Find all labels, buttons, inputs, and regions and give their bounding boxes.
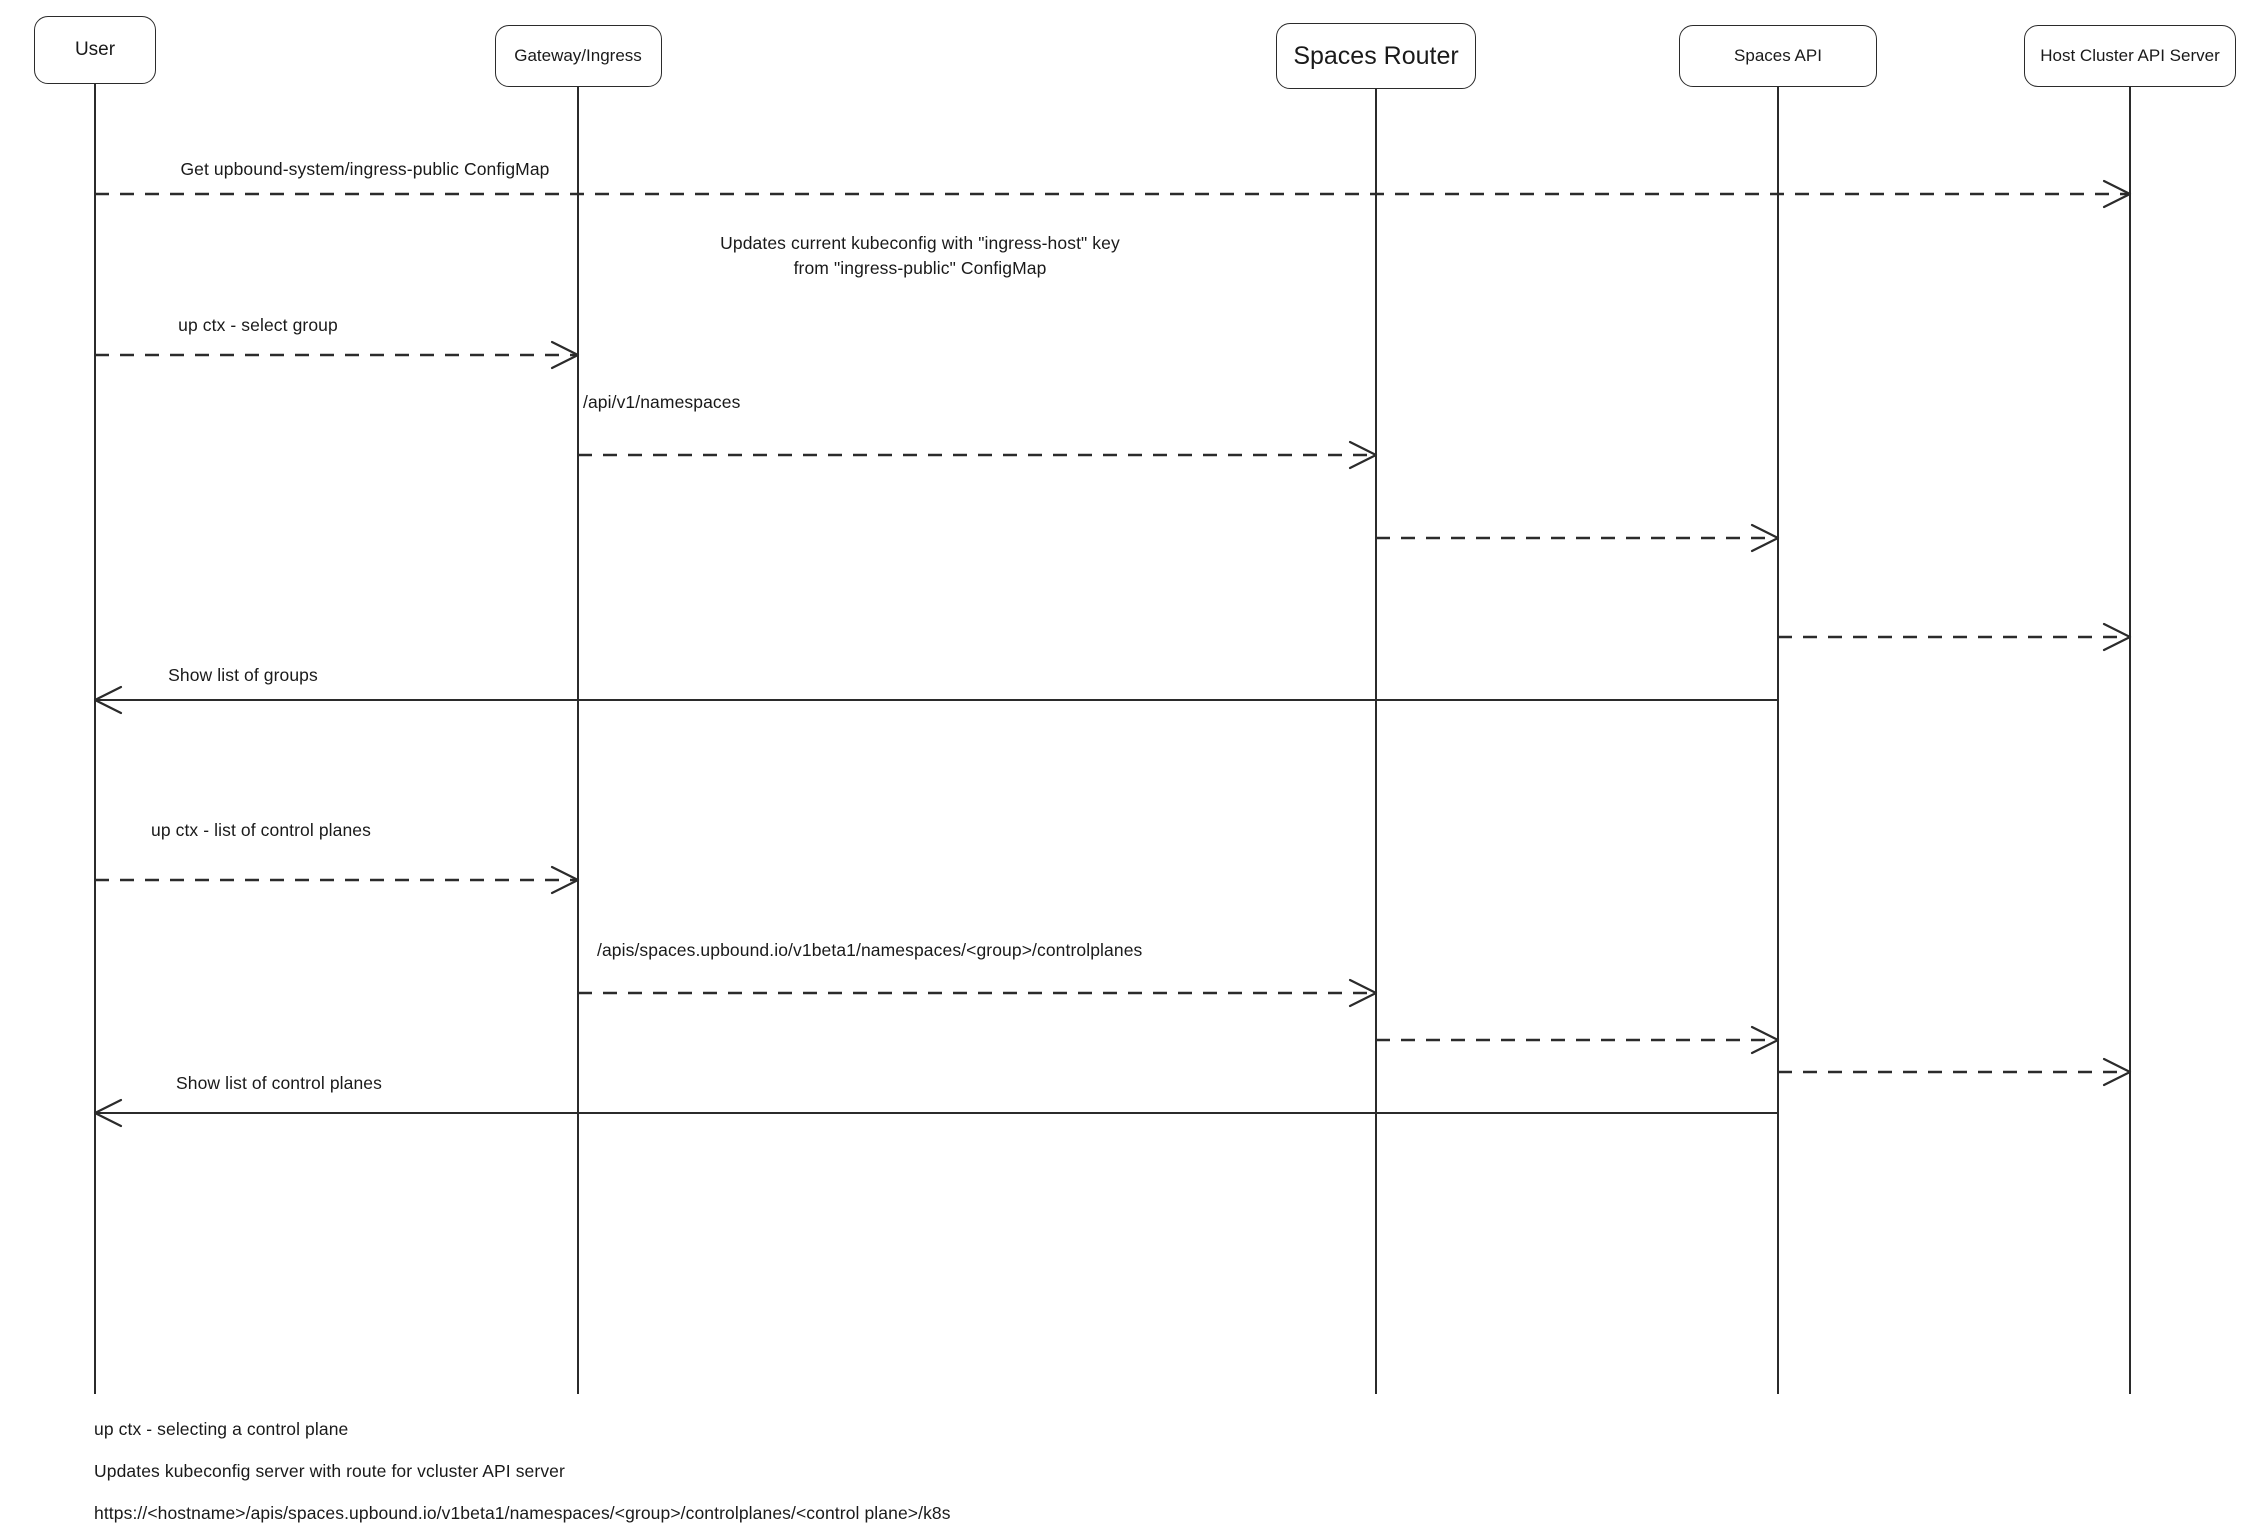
message-label-m1: Get upbound-system/ingress-public Config… [180, 159, 550, 179]
participant-box-spaces-api[interactable]: Spaces API [1679, 25, 1877, 87]
participant-box-host-api[interactable]: Host Cluster API Server [2024, 25, 2236, 87]
message-label-m3: /api/v1/namespaces [583, 392, 741, 412]
arrowhead-m5 [2102, 622, 2132, 652]
message-label-m7: up ctx - list of control planes [150, 820, 371, 840]
lifelines-group [94, 84, 2131, 1394]
participant-box-gateway[interactable]: Gateway/Ingress [494, 25, 662, 87]
arrowhead-m3 [1348, 440, 1378, 470]
participant-label-spaces-api: Spaces API [1734, 46, 1822, 66]
participant-label-host-api: Host Cluster API Server [2040, 46, 2220, 66]
arrows-group [93, 179, 2132, 1128]
arrowhead-m10 [2102, 1057, 2132, 1087]
arrowhead-m9 [1750, 1025, 1780, 1055]
note-3: https://<hostname>/apis/spaces.upbound.i… [94, 1503, 951, 1523]
participant-label-gateway: Gateway/Ingress [514, 46, 642, 66]
note-1: up ctx - selecting a control plane [94, 1419, 349, 1439]
arrowhead-m8 [1348, 978, 1378, 1008]
arrowhead-m1 [2102, 179, 2132, 209]
arrowhead-m11 [93, 1098, 123, 1128]
participant-label-router: Spaces Router [1293, 41, 1459, 70]
arrowhead-m7 [550, 865, 580, 895]
message-label-n1: Updates current kubeconfig with "ingress… [720, 233, 1120, 278]
arrowhead-m4 [1750, 523, 1780, 553]
note-2: Updates kubeconfig server with route for… [94, 1461, 565, 1481]
arrowhead-m2 [550, 340, 580, 370]
arrowhead-m6 [93, 685, 123, 715]
participant-label-user: User [74, 39, 116, 61]
message-label-m8: /apis/spaces.upbound.io/v1beta1/namespac… [597, 940, 1143, 960]
participant-box-router[interactable]: Spaces Router [1276, 23, 1476, 89]
message-label-m6: Show list of groups [168, 665, 318, 685]
participant-box-user[interactable]: User [34, 16, 156, 84]
message-label-m2: up ctx - select group [178, 315, 338, 335]
message-label-m11: Show list of control planes [175, 1073, 382, 1093]
